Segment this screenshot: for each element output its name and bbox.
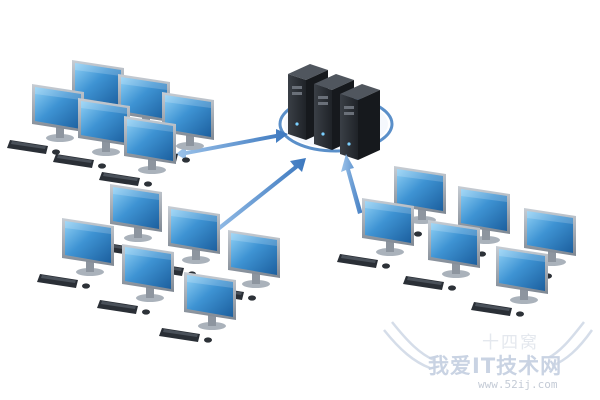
watermark-top-text: 十四窝: [482, 333, 539, 353]
monitor-cluster-right: [337, 166, 576, 317]
watermark-url: www.52ij.com: [478, 378, 558, 391]
watermark-logo: [383, 321, 594, 370]
monitor-cluster-top-left: [7, 60, 214, 187]
server-rack-icon: [288, 64, 380, 160]
watermark-main-text: 我爱IT技术网: [428, 354, 563, 378]
arrow-icon: [176, 129, 364, 238]
